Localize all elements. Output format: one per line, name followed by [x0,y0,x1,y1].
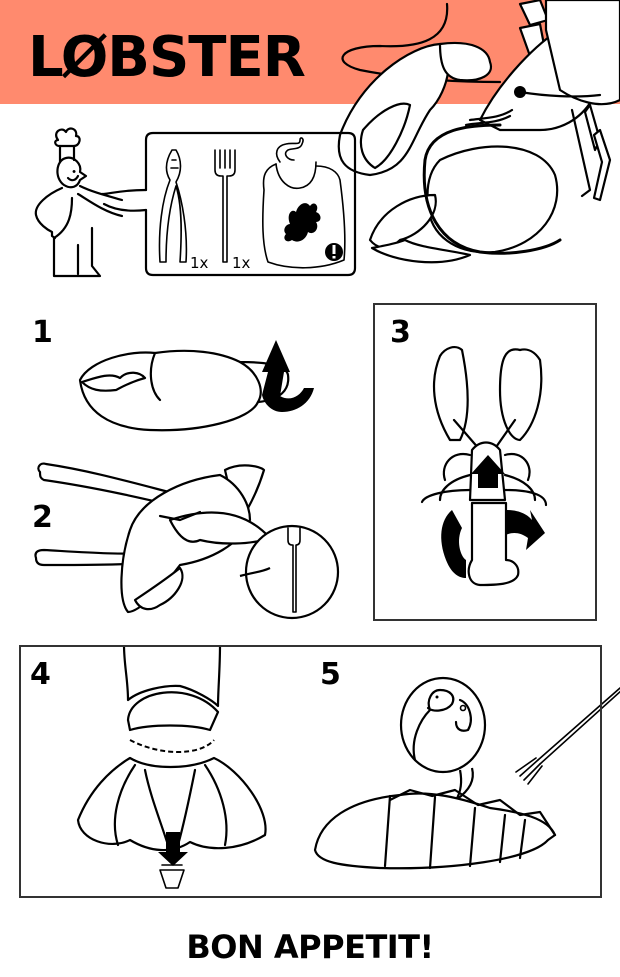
step-number-2: 2 [32,500,53,535]
step-5-illustration [313,676,620,870]
fork-quantity: 1x [232,254,251,272]
twist-arrow-icon [262,340,314,412]
page-title: LØBSTER [28,25,306,90]
step-number-5: 5 [320,657,341,692]
step-2-illustration [34,462,340,620]
footer-text: BON APPETIT! [186,928,434,966]
step-number-3: 3 [390,315,411,350]
fork-icon [214,149,236,263]
step-3-illustration [420,346,548,587]
nutcracker-quantity: 1x [190,254,209,272]
step-3-frame [373,303,597,621]
down-arrow-icon [158,832,188,866]
tools-box [144,131,357,277]
magnify-circle [244,524,340,620]
step-1-illustration [78,340,314,432]
bib-icon [262,137,346,269]
twist-arrow-icon [441,510,466,578]
nutcracker-icon [158,149,188,263]
step-4-illustration [76,644,267,889]
step-number-1: 1 [32,315,53,350]
step-number-4: 4 [30,657,51,692]
lobster-print-icon [284,203,321,242]
chef-figure-icon [34,127,148,278]
trash-can-icon [159,864,185,889]
lobster-hero-icon [337,0,620,264]
fork-icon [515,687,620,785]
steps-4-5-frame [19,645,602,898]
